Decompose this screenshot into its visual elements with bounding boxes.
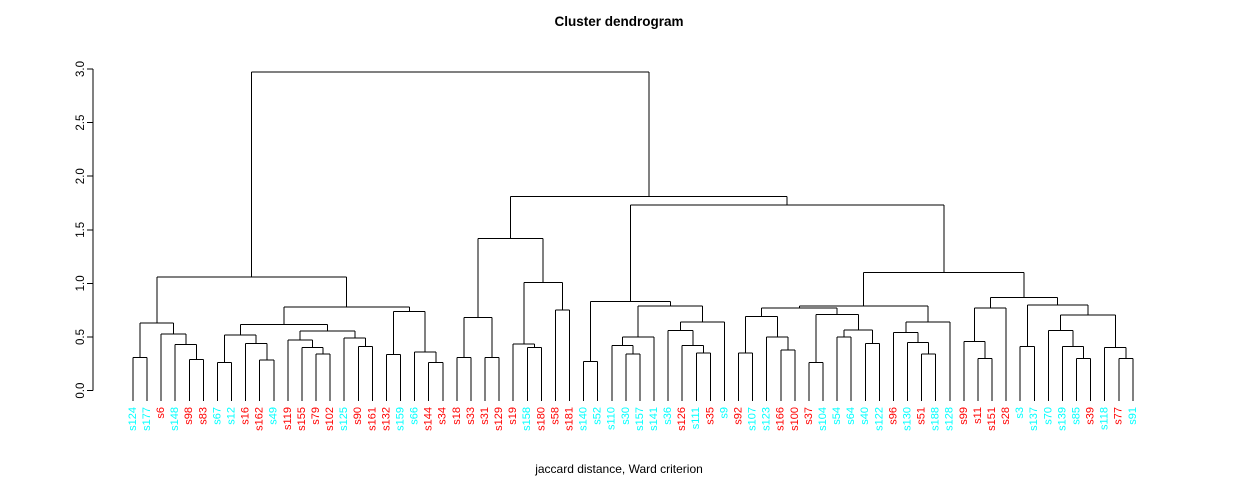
- leaf-label: s64: [845, 407, 857, 425]
- leaf-label: s34: [437, 407, 449, 425]
- leaf-label: s91: [1127, 407, 1139, 425]
- leaf-label: s54: [831, 407, 843, 425]
- leaf-label: s144: [423, 407, 435, 431]
- leaf-label: s51: [916, 407, 928, 425]
- leaf-label: s181: [563, 407, 575, 431]
- leaf-label: s40: [859, 407, 871, 425]
- leaf-label: s122: [873, 407, 885, 431]
- leaf-label: s140: [578, 407, 590, 431]
- leaf-label: s130: [901, 407, 913, 431]
- leaf-label: s66: [409, 407, 421, 425]
- leaf-label: s177: [141, 407, 153, 431]
- y-tick-label: 0.0: [75, 383, 87, 399]
- leaf-label: s77: [1113, 407, 1125, 425]
- leaf-label: s124: [127, 407, 139, 431]
- leaf-label: s37: [803, 407, 815, 425]
- leaf-label: s39: [1085, 407, 1097, 425]
- leaf-label: s104: [817, 407, 829, 431]
- leaf-label: s137: [1028, 407, 1040, 431]
- leaf-label: s123: [761, 407, 773, 431]
- leaf-label: s98: [183, 407, 195, 425]
- leaf-label: s118: [1099, 407, 1111, 430]
- leaf-label: s125: [338, 407, 350, 431]
- leaf-label: s166: [775, 407, 787, 431]
- y-tick-label: 1.0: [75, 275, 87, 291]
- leaf-label: s180: [535, 407, 547, 431]
- leaf-label: s107: [747, 407, 759, 431]
- leaf-label: s79: [310, 407, 322, 425]
- leaf-label: s128: [944, 407, 956, 431]
- leaf-label: s28: [1000, 407, 1012, 425]
- leaf-label: s99: [958, 407, 970, 425]
- leaf-label: s158: [521, 407, 533, 431]
- leaf-label: s96: [887, 407, 899, 425]
- leaf-label: s9: [718, 407, 730, 419]
- y-tick-label: 2.0: [75, 168, 87, 184]
- leaf-label: s161: [366, 407, 378, 431]
- leaf-label: s83: [197, 407, 209, 425]
- leaf-label: s92: [732, 407, 744, 425]
- leaf-label: s6: [155, 407, 167, 419]
- leaf-label: s100: [789, 407, 801, 431]
- leaf-label: s52: [592, 407, 604, 425]
- leaf-label: s49: [268, 407, 280, 425]
- leaf-label: s3: [1014, 407, 1026, 419]
- leaf-label: s85: [1070, 407, 1082, 425]
- leaf-label: s155: [296, 407, 308, 431]
- leaf-label: s126: [676, 407, 688, 431]
- leaf-label: s139: [1056, 407, 1068, 431]
- leaf-label: s119: [282, 407, 294, 430]
- leaf-label: s12: [225, 407, 237, 425]
- leaf-label: s157: [634, 407, 646, 431]
- y-tick-label: 1.5: [75, 222, 87, 238]
- leaf-label: s111: [690, 407, 702, 429]
- leaf-label: s132: [380, 407, 392, 431]
- leaf-label: s67: [211, 407, 223, 425]
- leaf-label: s141: [648, 407, 660, 431]
- y-tick-label: 2.5: [75, 115, 87, 131]
- leaf-label: s90: [352, 407, 364, 425]
- leaf-label: s70: [1042, 407, 1054, 425]
- leaf-label: s19: [507, 407, 519, 425]
- leaf-label: s18: [451, 407, 463, 425]
- leaf-label: s129: [493, 407, 505, 431]
- leaf-label: s188: [930, 407, 942, 431]
- leaf-label: s16: [240, 407, 252, 425]
- leaf-label: s33: [465, 407, 477, 425]
- leaf-label: s110: [606, 407, 618, 430]
- leaf-label: s58: [549, 407, 561, 425]
- leaf-label: s35: [704, 407, 716, 425]
- leaf-label: s31: [479, 407, 491, 425]
- y-tick-label: 3.0: [75, 61, 87, 77]
- leaf-label: s162: [254, 407, 266, 431]
- leaf-label: s159: [394, 407, 406, 431]
- chart-title: Cluster dendrogram: [554, 14, 684, 29]
- chart-subtitle: jaccard distance, Ward criterion: [535, 462, 703, 476]
- leaf-label: s30: [620, 407, 632, 425]
- leaf-label: s11: [972, 407, 984, 424]
- leaf-label: s151: [986, 407, 998, 431]
- leaf-label: s102: [324, 407, 336, 431]
- leaf-label: s148: [169, 407, 181, 431]
- y-tick-label: 0.5: [75, 329, 87, 345]
- leaf-label: s36: [662, 407, 674, 425]
